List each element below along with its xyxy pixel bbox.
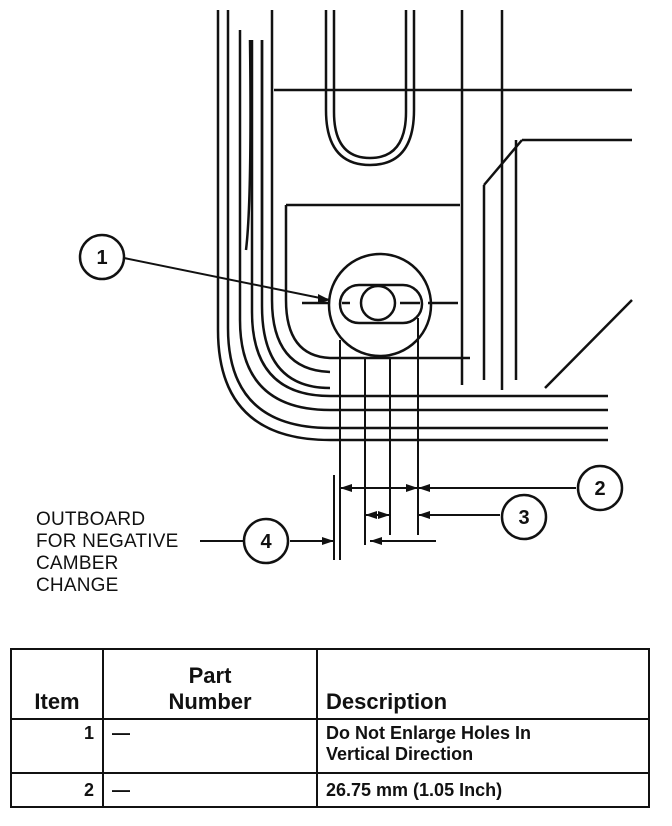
row-1-description-line-1: Do Not Enlarge Holes In [326, 723, 532, 743]
row-1-part: — [102, 718, 318, 774]
outboard-label-line-4: CHANGE [36, 575, 119, 596]
callout-3: 3 [500, 493, 548, 541]
row-1-description-line-2: Vertical Direction [326, 744, 474, 764]
row-2-part: — [102, 772, 318, 808]
outboard-label-line-3: CAMBER [36, 553, 119, 574]
callout-4-label: 4 [260, 531, 272, 553]
header-description: Description [316, 648, 650, 720]
bracket-outline [216, 10, 633, 442]
table-row: 2 — 26.75 mm (1.05 Inch) [10, 772, 650, 808]
table-row: 1 — Do Not Enlarge Holes In Vertical Dir… [10, 718, 650, 774]
callout-2: 2 [576, 464, 624, 512]
row-2-item: 2 [10, 772, 104, 808]
header-part-line-2: Number [168, 689, 252, 714]
table-header-row: Item Part Number Description [10, 648, 650, 720]
outboard-label-line-2: FOR NEGATIVE [36, 531, 179, 552]
header-part-number: Part Number [102, 648, 318, 720]
row-1-item: 1 [10, 718, 104, 774]
row-1-description: Do Not Enlarge Holes In Vertical Directi… [316, 718, 650, 774]
parts-table: Item Part Number Description 1 — Do Not … [10, 648, 650, 808]
outboard-label: OUTBOARD FOR NEGATIVE CAMBER CHANGE [36, 509, 178, 597]
outboard-label-line-1: OUTBOARD [36, 509, 146, 530]
header-item: Item [10, 648, 104, 720]
slot-hole-detail [302, 252, 458, 358]
callout-1-label: 1 [96, 247, 107, 269]
callout-4: 4 [242, 517, 290, 565]
dimension-lines [123, 257, 576, 560]
dimension-arrows [318, 294, 430, 545]
callout-2-label: 2 [594, 478, 605, 500]
callout-1: 1 [78, 233, 126, 281]
header-part-line-1: Part [188, 663, 232, 688]
row-2-description: 26.75 mm (1.05 Inch) [316, 772, 650, 808]
camber-adjustment-diagram: 1 2 3 4 [78, 10, 633, 565]
callout-3-label: 3 [518, 507, 529, 529]
